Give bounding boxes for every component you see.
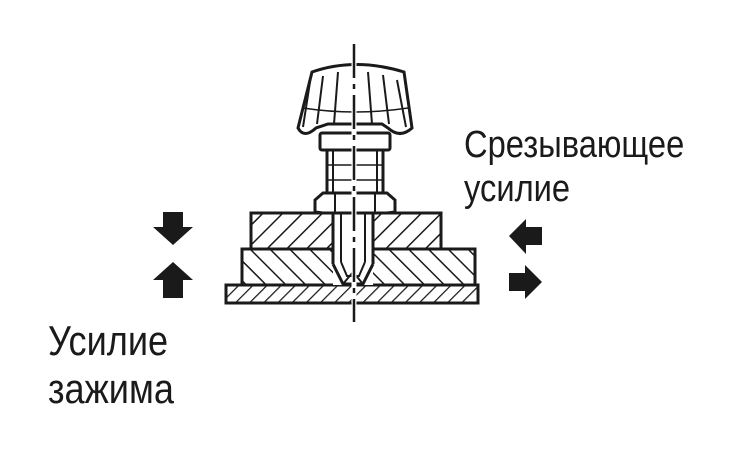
arrow-right-icon [509, 265, 542, 299]
shear-force-label-line2: усилие [464, 168, 571, 210]
clamping-force-label-line1: Усилие [48, 317, 169, 364]
shear-force-label: Срезывающее усилие [464, 126, 684, 208]
arrow-left-icon [509, 219, 542, 254]
clamping-force-label-line2: зажима [48, 365, 174, 412]
arrow-up-icon [153, 262, 193, 298]
shear-force-label-line1: Срезывающее [464, 124, 685, 166]
clamping-force-label: Усилие зажима [48, 320, 174, 410]
arrow-down-icon [153, 212, 193, 245]
